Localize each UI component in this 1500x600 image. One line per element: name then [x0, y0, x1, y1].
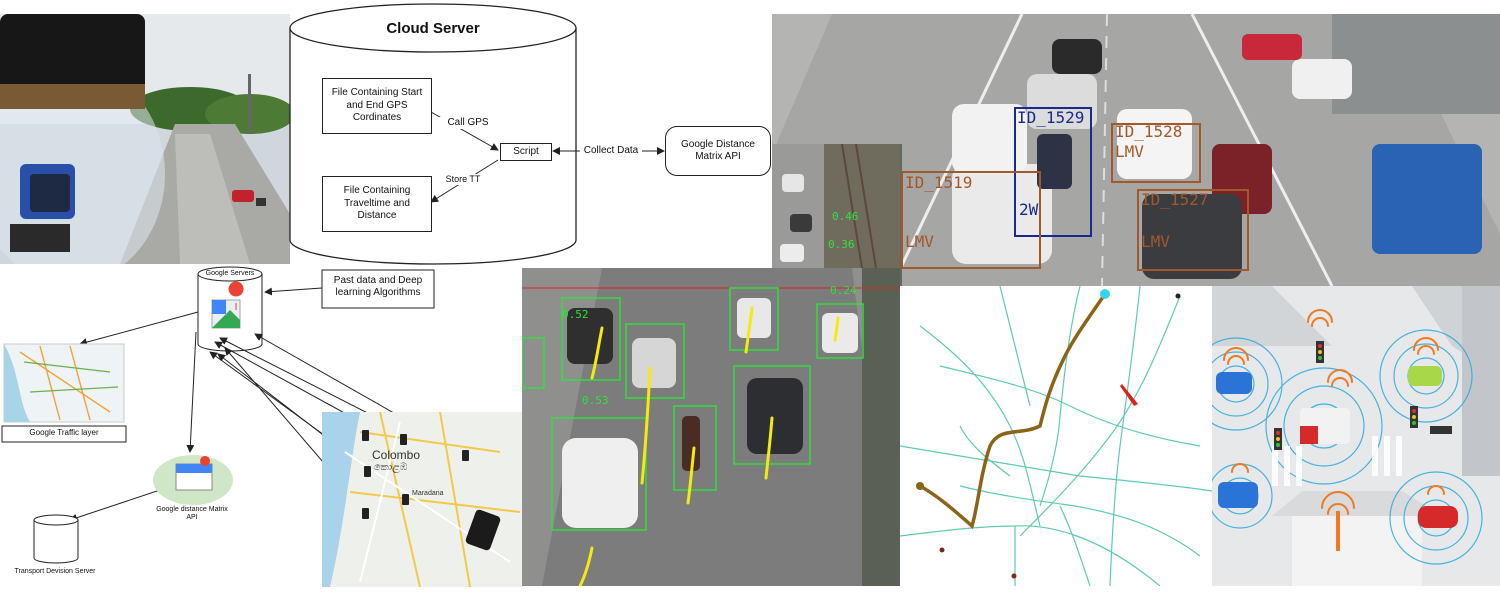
script-box: Script	[500, 143, 552, 161]
map-city-sinhala-label: කොළඹ	[374, 462, 408, 473]
tracking-score-4: 0.53	[582, 394, 609, 407]
google-distance-matrix-api-box: Google Distance Matrix API	[665, 126, 771, 176]
traveltime-file-box: File Containing Traveltime and Distance	[322, 176, 432, 232]
camera-photo-illustration	[0, 14, 290, 264]
smart-intersection-illustration	[1212, 286, 1500, 586]
store-tt-label: Store TT	[438, 174, 488, 185]
call-gps-label: Call GPS	[438, 117, 498, 129]
start-end-gps-file-box: File Containing Start and End GPS Cordin…	[322, 78, 432, 134]
cloud-server-title: Cloud Server	[386, 20, 480, 37]
google-servers-label: Google Servers	[205, 270, 255, 277]
camera-photo-panel	[0, 14, 290, 264]
detection-id-1519: ID_1519	[905, 173, 973, 192]
collect-data-label: Collect Data	[580, 145, 642, 157]
architecture-diagram: Google Servers Past data and Deep learni…	[0, 262, 522, 590]
transport-division-server-label: Transport Devision Server	[14, 568, 96, 575]
tracking-overlap-strip: 0.46 0.36	[772, 144, 900, 268]
past-data-label: Past data and Deep learning Algorithms	[333, 275, 423, 298]
smart-intersection-panel	[1212, 286, 1500, 586]
route-network-panel	[900, 286, 1212, 586]
vehicle-tracking-scene	[522, 268, 900, 586]
detection-id-1527: ID_1527	[1141, 190, 1209, 209]
distance-matrix-api-label: Google distance Matrix API	[156, 506, 228, 522]
map-place-label: Maradana	[412, 490, 444, 497]
detection-class-lmv-1528: LMV	[1115, 142, 1144, 161]
tracking-score-3: 0.24	[830, 284, 857, 297]
detection-id-1528: ID_1528	[1115, 122, 1183, 141]
detection-class-lmv-1519: LMV	[905, 232, 934, 251]
vehicle-tracking-panel: 0.46 0.36 0.24 0.53 0.52	[522, 268, 900, 586]
strip-score-b: 0.36	[828, 238, 855, 251]
route-network-map	[900, 286, 1212, 586]
railway-strip-illustration	[772, 144, 900, 268]
cloud-server-diagram: Cloud Server File Containing Start and E…	[288, 0, 778, 268]
google-traffic-layer-label: Google Traffic layer	[29, 428, 99, 437]
map-city-label: Colombo	[372, 448, 421, 462]
detection-class-lmv-1527: LMV	[1141, 232, 1170, 251]
detection-id-1529: ID_1529	[1017, 108, 1085, 127]
tracking-score-5: 0.52	[562, 308, 589, 321]
detection-class-2w: 2W	[1019, 200, 1039, 219]
architecture-diagram-lines	[1, 266, 522, 588]
strip-score-a: 0.46	[832, 210, 859, 223]
